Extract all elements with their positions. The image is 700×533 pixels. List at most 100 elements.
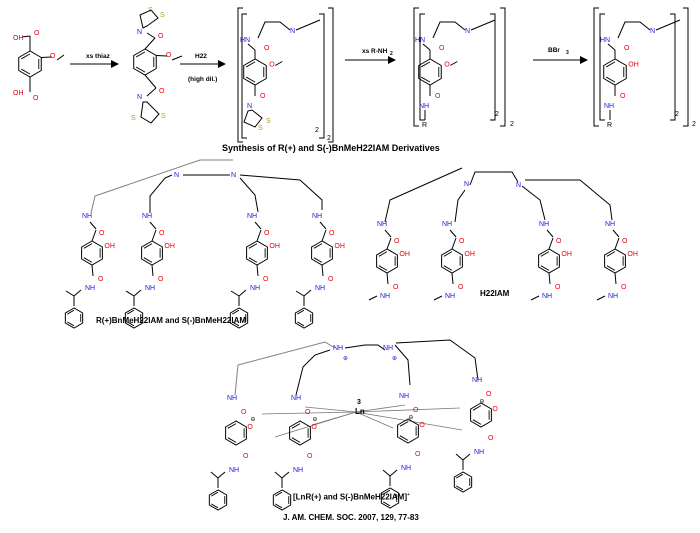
bracket: [670, 13, 676, 121]
amide-nh: HN: [240, 37, 250, 44]
carbonyl-oxygen: O: [99, 230, 105, 237]
bond-lines: [18, 7, 689, 511]
reagent-label: H22: [195, 53, 207, 60]
hydroxyl-label: OH: [628, 62, 639, 69]
benzene-ring: [243, 58, 267, 86]
benzene-ring: [272, 489, 292, 511]
amide-nh: HN: [415, 37, 425, 44]
ethylene-chain: [469, 171, 519, 186]
bond: [281, 471, 290, 479]
bond: [156, 55, 168, 57]
ethylene-chain: [239, 174, 323, 210]
sulfur-label: S: [161, 113, 166, 120]
bracket: [599, 13, 605, 121]
amide-nh: NH: [401, 465, 411, 472]
bond: [612, 229, 620, 238]
hydroxyl-label: OH: [104, 243, 115, 250]
aromatic-bond: [605, 76, 616, 83]
tertiary-amine: N: [174, 172, 179, 179]
bond: [151, 229, 157, 242]
reagent-subscript: 3: [566, 50, 569, 56]
aromatic-bond: [378, 265, 388, 271]
bond: [91, 264, 94, 277]
ethylene-chain: [432, 21, 466, 39]
aromatic-bond: [135, 66, 146, 73]
bond: [321, 229, 327, 242]
bracket: [593, 7, 599, 127]
coordination-bond: [355, 411, 463, 431]
carbonyl-oxygen: O: [620, 93, 626, 100]
bond: [256, 229, 262, 242]
amide-nh: NH: [377, 221, 387, 228]
amide-nh: NH: [250, 285, 260, 292]
aromatic-bond: [127, 309, 135, 315]
bond: [368, 295, 378, 301]
amide-nh: NH: [604, 103, 614, 110]
ethylene-chain: [239, 177, 259, 213]
bond: [386, 237, 392, 250]
coordination-bond: [355, 404, 406, 413]
reagent-label: xs thiaz: [86, 53, 111, 60]
aromatic-bond: [20, 68, 31, 75]
bracket: [328, 7, 334, 143]
bond: [614, 237, 620, 250]
aromatic-bond: [456, 473, 464, 479]
benzene-ring: [397, 418, 419, 444]
bond: [655, 19, 681, 31]
negative-charge: ⊖: [312, 417, 317, 423]
reagent-label: xs R-NH: [362, 48, 388, 55]
thiazolidine-ring: [140, 101, 160, 124]
ethylene-chain: [149, 174, 173, 213]
benzene-ring: [604, 248, 626, 274]
sulfur-label: S: [258, 125, 263, 132]
bond: [451, 237, 457, 250]
aromatic-bond: [291, 437, 301, 443]
sulfur-label: S: [148, 7, 153, 14]
lanthanide-label: Ln: [355, 407, 365, 416]
tertiary-amine: N: [516, 182, 521, 189]
bond: [596, 295, 606, 301]
bond: [91, 229, 97, 242]
subscript-2: 2: [327, 135, 331, 142]
bond: [449, 229, 457, 238]
benzene-ring: [208, 489, 228, 511]
bond: [548, 237, 554, 250]
aromatic-bond: [606, 265, 616, 271]
ethylene-chain: [344, 344, 386, 351]
amide-nh: NH: [608, 293, 618, 300]
bond: [217, 471, 226, 479]
reagent-subscript: 2: [390, 51, 393, 57]
bond: [462, 453, 471, 461]
aromatic-bond: [227, 437, 237, 443]
amide-nh: NH: [542, 293, 552, 300]
bond: [274, 471, 283, 479]
bond: [171, 55, 183, 61]
left-ligand-caption: R(+)BnMeH22IAM and S(-)BnMeH22IAM: [96, 316, 247, 325]
aromatic-bond: [383, 489, 391, 495]
bond: [455, 453, 464, 461]
coordination-bond: [261, 411, 357, 415]
reagent-label: BBr: [548, 47, 560, 54]
benzene-ring: [124, 307, 144, 329]
r-group-label: R: [422, 122, 427, 129]
negative-charge: ⊖: [479, 399, 484, 405]
bond: [247, 43, 256, 51]
benzene-ring: [603, 58, 627, 86]
aromatic-bond: [248, 243, 258, 249]
aromatic-bond: [211, 491, 219, 497]
benzene-ring: [441, 248, 463, 274]
carbonyl-oxygen: O: [435, 93, 441, 100]
benzene-ring: [225, 420, 247, 446]
bond: [548, 272, 551, 285]
bond: [614, 272, 617, 285]
subscript-2: 2: [675, 111, 679, 118]
tertiary-amine: N: [290, 28, 295, 35]
carbonyl-oxygen: O: [158, 33, 164, 40]
bond: [133, 289, 142, 297]
carbonyl-oxygen: O: [556, 238, 562, 245]
amide-nh: NH: [145, 285, 155, 292]
methoxy-oxygen: O: [269, 62, 275, 69]
hydroxyl-label: OH: [399, 251, 410, 258]
